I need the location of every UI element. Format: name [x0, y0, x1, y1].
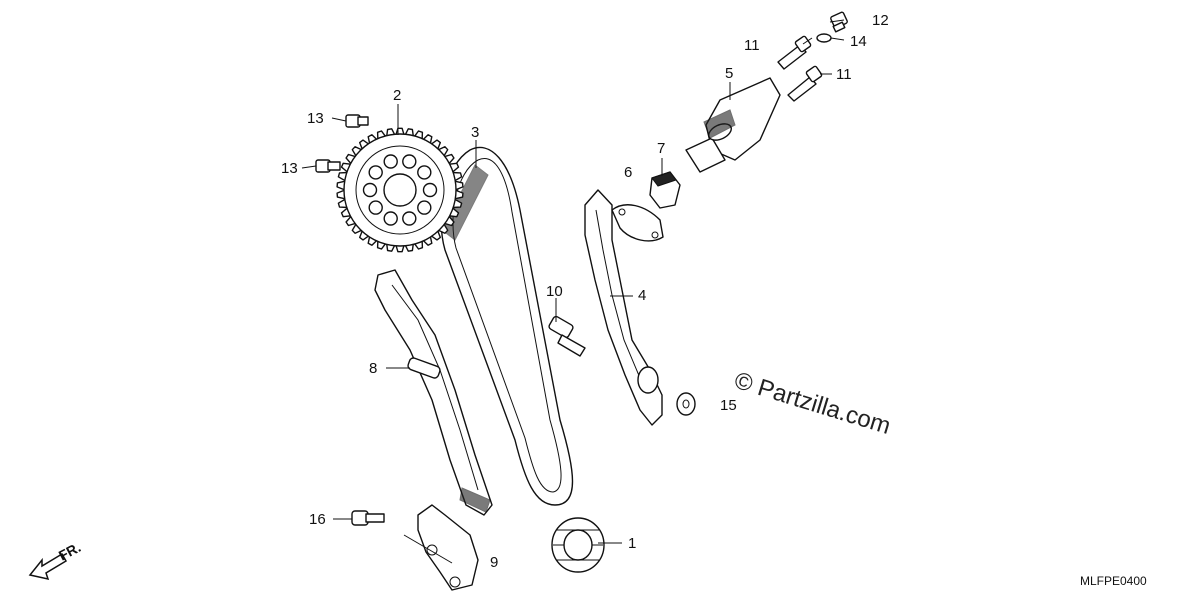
tensioner-bolt-upper[interactable]: [777, 35, 812, 70]
sealing-washer[interactable]: [816, 33, 832, 43]
callout-1[interactable]: 1: [628, 535, 636, 552]
sprocket-hole: [362, 182, 378, 198]
callout-11-upper[interactable]: 11: [744, 37, 760, 54]
callout-3[interactable]: 3: [471, 124, 479, 141]
sprocket-hole: [417, 200, 432, 215]
callout-14[interactable]: 14: [850, 33, 867, 50]
callout-13-lower[interactable]: 13: [281, 160, 298, 177]
callout-13-upper[interactable]: 13: [307, 110, 324, 127]
watermark-text: © Partzilla.com: [731, 367, 894, 440]
guide-bolt[interactable]: [548, 315, 586, 357]
sprocket-hole: [368, 200, 383, 215]
callout-16[interactable]: 16: [309, 511, 326, 528]
tensioner-collar[interactable]: [649, 171, 681, 209]
callout-12[interactable]: 12: [872, 12, 889, 29]
sprocket-hole: [422, 182, 438, 198]
sprocket-hole: [383, 154, 398, 169]
sprocket-hole: [368, 165, 383, 180]
callout-15[interactable]: 15: [720, 397, 737, 414]
sprocket-hole: [383, 211, 398, 226]
leader-lines: [301, 19, 845, 564]
callout-6[interactable]: 6: [624, 164, 632, 181]
cam-chain-drive-sprocket[interactable]: [551, 517, 605, 573]
sprocket-hole: [417, 165, 432, 180]
callout-2[interactable]: 2: [393, 87, 401, 104]
callout-labels: 1 2 3 4 5 6 7 8 9 10 11 11 12 13 13 14 1…: [281, 12, 889, 571]
front-direction-indicator: FR.: [28, 539, 83, 581]
sprocket-bolt-upper[interactable]: [345, 114, 369, 128]
callout-5[interactable]: 5: [725, 65, 733, 82]
callout-8[interactable]: 8: [369, 360, 377, 377]
tensioner-bolt-lower[interactable]: [787, 65, 823, 102]
callout-9[interactable]: 9: [490, 554, 498, 571]
tensioner-gasket[interactable]: [611, 204, 664, 242]
sprocket-hole: [402, 211, 417, 226]
callout-11-lower[interactable]: 11: [836, 66, 852, 83]
cam-chain-guide[interactable]: [584, 189, 663, 426]
sprocket-hole: [402, 154, 417, 169]
cam-sprocket[interactable]: [336, 127, 464, 253]
arrow-icon: [28, 552, 68, 581]
drawing-code: MLFPE0400: [1080, 574, 1147, 588]
cam-chain-tensioner-lifter[interactable]: [685, 77, 781, 173]
callout-10[interactable]: 10: [546, 283, 563, 300]
tensioner-stopper-plate[interactable]: [417, 504, 479, 591]
stopper-bolt[interactable]: [351, 510, 385, 526]
guide-washer[interactable]: [676, 392, 696, 416]
sealing-bolt[interactable]: [830, 11, 848, 33]
callout-7[interactable]: 7: [657, 140, 665, 157]
cam-chain-tensioner-arm[interactable]: [374, 269, 493, 516]
sprocket-bolt-lower[interactable]: [315, 159, 341, 173]
callout-4[interactable]: 4: [638, 287, 646, 304]
